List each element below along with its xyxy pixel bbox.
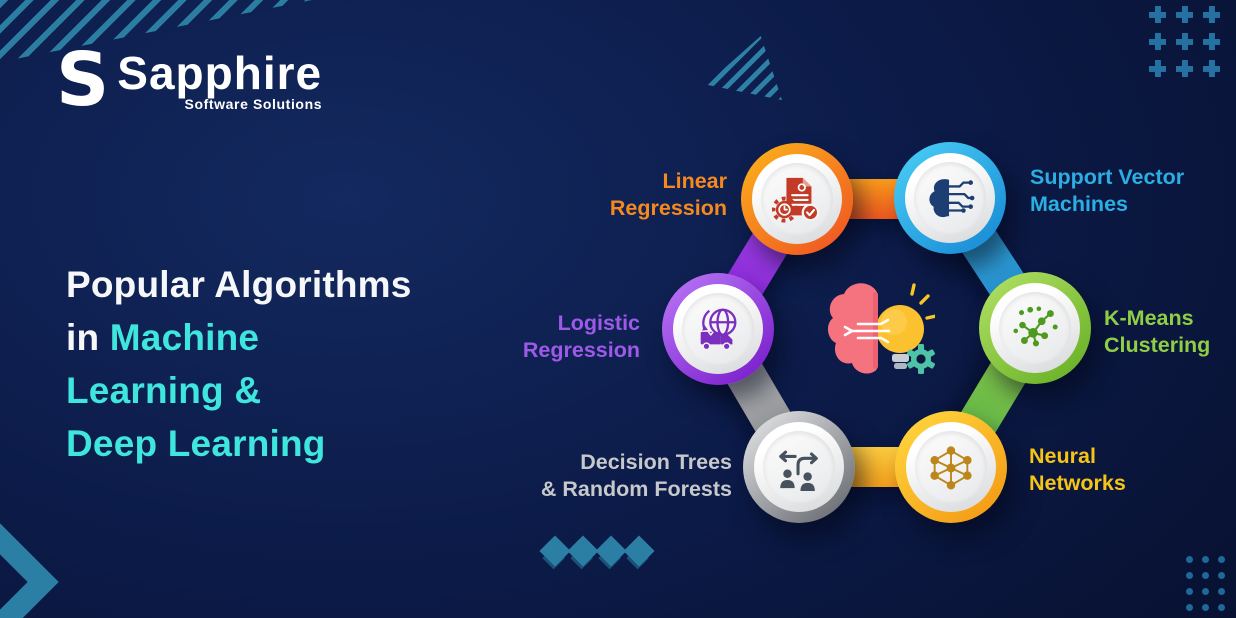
brain-circuit-icon: [929, 179, 975, 218]
gear: [907, 344, 935, 374]
corner-chevron-decoration: [0, 511, 59, 618]
label-k-means-clustering: K-Means Clustering: [1104, 306, 1211, 357]
label-support-vector-machines: Support Vector Machines: [1030, 165, 1185, 216]
title-line2-prefix: in: [66, 317, 100, 358]
node-k-means-clustering: [979, 272, 1091, 384]
node-logistic-regression: [662, 273, 774, 385]
bulb-rays: [910, 283, 935, 320]
node-neural-networks: [895, 411, 1007, 523]
circuit-lines: [843, 318, 891, 344]
title-line4: Deep Learning: [66, 423, 326, 464]
brain-half: [827, 283, 877, 374]
node-support-vector-machines: [894, 142, 1006, 254]
label-linear-regression: Linear Regression: [609, 169, 727, 220]
plus-grid-decoration: [1149, 6, 1220, 77]
brand-name: Sapphire: [117, 47, 323, 99]
label-neural-networks: Neural Networks: [1029, 444, 1126, 495]
title-line2-accent: Machine: [109, 317, 260, 358]
brand-logo: S Sapphire Software Solutions: [56, 37, 322, 123]
node-linear-regression: [741, 143, 853, 255]
brain-lightbulb-gear-icon: [827, 283, 935, 374]
label-logistic-regression: Logistic Regression: [522, 311, 640, 362]
striped-triangle-decoration: [706, 36, 782, 100]
sapphire-s-icon: S: [56, 37, 110, 123]
label-decision-trees-random-forests: Decision Trees & Random Forests: [540, 450, 732, 501]
title-line3: Learning &: [66, 370, 262, 411]
neural-network-icon: [930, 446, 972, 490]
brand-tagline: Software Solutions: [184, 96, 323, 112]
title-line1: Popular Algorithms: [66, 264, 412, 305]
people-branch-icon: [779, 450, 818, 492]
node-decision-trees-random-forests: [743, 411, 855, 523]
dot-grid-decoration: [1186, 556, 1225, 611]
globe-truck-icon: [700, 308, 737, 351]
brand-text: Sapphire Software Solutions: [117, 48, 322, 112]
cluster-nodes-icon: [1013, 306, 1058, 347]
report-gear-icon: [772, 177, 820, 223]
diamond-row-decoration: [539, 535, 670, 580]
